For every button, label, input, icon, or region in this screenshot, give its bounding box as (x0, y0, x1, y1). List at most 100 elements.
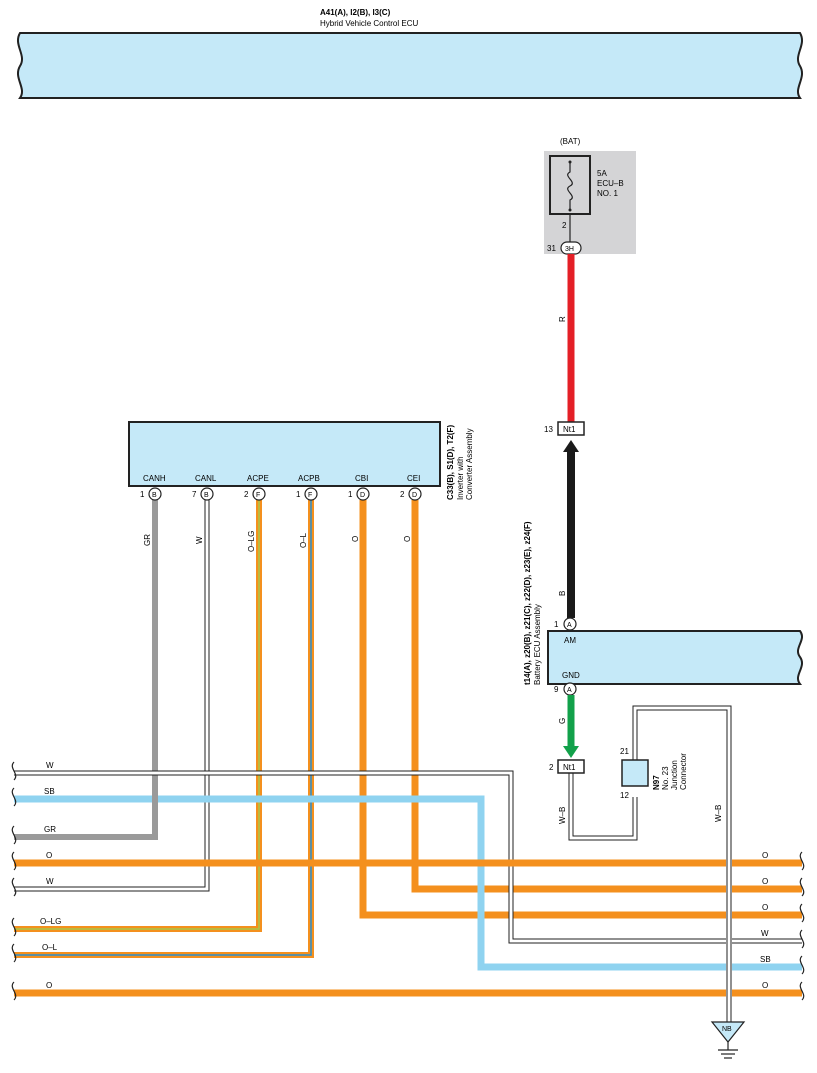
ground-label: NB (722, 1026, 732, 1033)
terminal-pin: 7 (192, 490, 197, 499)
gnd-pin: 9 (554, 685, 559, 694)
terminal-conn-letter: F (256, 492, 260, 499)
inverter-terminals: CANH 1 B GR CANL 7 B W ACPE 2 F O–LG ACP… (140, 474, 422, 552)
wire-w-canl (14, 500, 210, 892)
bus-label: W (46, 761, 54, 770)
terminal-pin: 2 (244, 490, 249, 499)
bus-label: GR (44, 825, 56, 834)
ground-connector-icon (710, 1021, 746, 1043)
bus-sb (14, 795, 802, 971)
terminal-conn-letter: B (204, 492, 209, 499)
terminal-name: CBI (355, 474, 368, 483)
terminal-conn-letter: B (152, 492, 157, 499)
terminal-name: CANH (143, 474, 166, 483)
junction-line3: Connector (679, 753, 688, 790)
terminal-conn-letter: D (412, 492, 417, 499)
right-bus-labels: O O O W SB O (760, 851, 771, 990)
bus-label: SB (44, 787, 55, 796)
terminal-connector (252, 487, 266, 501)
fuse-terminal-top (568, 160, 572, 164)
bus-label: W (761, 929, 769, 938)
wire-o-cei (411, 500, 802, 893)
bus-label: O–L (42, 943, 58, 952)
inverter-connectors: C33(B), S1(D), T2(F) (446, 425, 455, 500)
wire-gr-vertical (14, 500, 158, 840)
terminal-connector (408, 487, 422, 501)
nt1-lower-label: Nt1 (563, 763, 576, 772)
nt1-upper-pin: 13 (544, 425, 553, 434)
bus-label: O (46, 851, 52, 860)
nt1-lower-connector (557, 759, 585, 774)
wire-g-arrow-icon (563, 746, 579, 758)
left-break-marks (11, 761, 17, 1001)
junction-pin-top: 21 (620, 747, 629, 756)
terminal-pin: 1 (348, 490, 353, 499)
fuse-connector-pin: 31 (547, 244, 556, 253)
fuse-number: NO. 1 (597, 189, 618, 198)
nt1-upper-connector (557, 421, 585, 436)
inverter-wires (14, 500, 802, 958)
bus-label: O (762, 877, 768, 886)
terminal-wire: W (195, 536, 204, 544)
inverter-name-line2: Converter Assembly (465, 428, 474, 500)
terminal-name: ACPE (247, 474, 269, 483)
wire-wb-left-label: W–B (558, 807, 567, 824)
fuse-connector-id: 3H (565, 246, 574, 253)
terminal-wire: O (351, 536, 360, 542)
junction-id: N97 (652, 775, 661, 790)
fuse-terminal-bottom (568, 208, 572, 212)
wire-g-label: G (558, 718, 567, 724)
bus-label: O (762, 903, 768, 912)
fuse-name: ECU–B (597, 179, 624, 188)
fuse-pin: 2 (562, 221, 567, 230)
bus-w-top-inner (14, 771, 802, 943)
right-break-marks (799, 851, 805, 1001)
battery-ecu-name: Battery ECU Assembly (533, 604, 542, 685)
ground-symbol-icon (718, 1042, 738, 1059)
gnd-conn-letter: A (567, 687, 572, 694)
wire-wb-right-label: W–B (714, 805, 723, 822)
junction-pin-bottom: 12 (620, 791, 629, 800)
bus-label: O (762, 981, 768, 990)
terminal-name: CEI (407, 474, 420, 483)
terminal-pin: 1 (140, 490, 145, 499)
bus-label: O–LG (40, 917, 61, 926)
nt1-lower-pin: 2 (549, 763, 554, 772)
fuse-source: (BAT) (560, 137, 581, 146)
wire-r-label: R (558, 316, 567, 322)
junction-connector (621, 759, 649, 787)
terminal-connector (304, 487, 318, 501)
terminal-wire: O (403, 536, 412, 542)
terminal-wire: O–LG (247, 531, 256, 552)
am-conn-letter: A (567, 622, 572, 629)
left-bus-labels: W SB GR O W O–LG O–L O (40, 761, 61, 990)
bus-label: O (762, 851, 768, 860)
bus-label: O (46, 981, 52, 990)
wire-wb-left-loop (568, 773, 638, 841)
wire-o-cbi (359, 500, 802, 919)
inverter-name-line1: Inverter with (456, 456, 465, 500)
am-label: AM (564, 636, 576, 645)
fuse-symbol-icon (567, 162, 573, 210)
wire-wb-right-over (726, 855, 732, 1000)
terminal-connector (200, 487, 214, 501)
battery-ecu-connectors: t14(A), z20(B), z21(C), z22(D), z23(E), … (523, 521, 532, 685)
terminal-conn-letter: D (360, 492, 365, 499)
terminal-name: CANL (195, 474, 217, 483)
wire-b-label: B (558, 591, 567, 596)
wire-b-arrow-icon (563, 440, 579, 452)
fuse-rating: 5A (597, 169, 607, 178)
am-pin: 1 (554, 620, 559, 629)
ecu-name: Hybrid Vehicle Control ECU (320, 19, 418, 28)
hybrid-ecu-box (17, 32, 803, 99)
nt1-upper-label: Nt1 (563, 425, 576, 434)
terminal-conn-letter: F (308, 492, 312, 499)
bus-label: W (46, 877, 54, 886)
junction-line1: No. 23 (661, 766, 670, 790)
gnd-label: GND (562, 671, 580, 680)
terminal-wire: O–L (299, 532, 308, 548)
terminal-pin: 2 (400, 490, 405, 499)
ecu-connectors: A41(A), I2(B), I3(C) (320, 8, 391, 17)
inverter-box (128, 421, 441, 487)
